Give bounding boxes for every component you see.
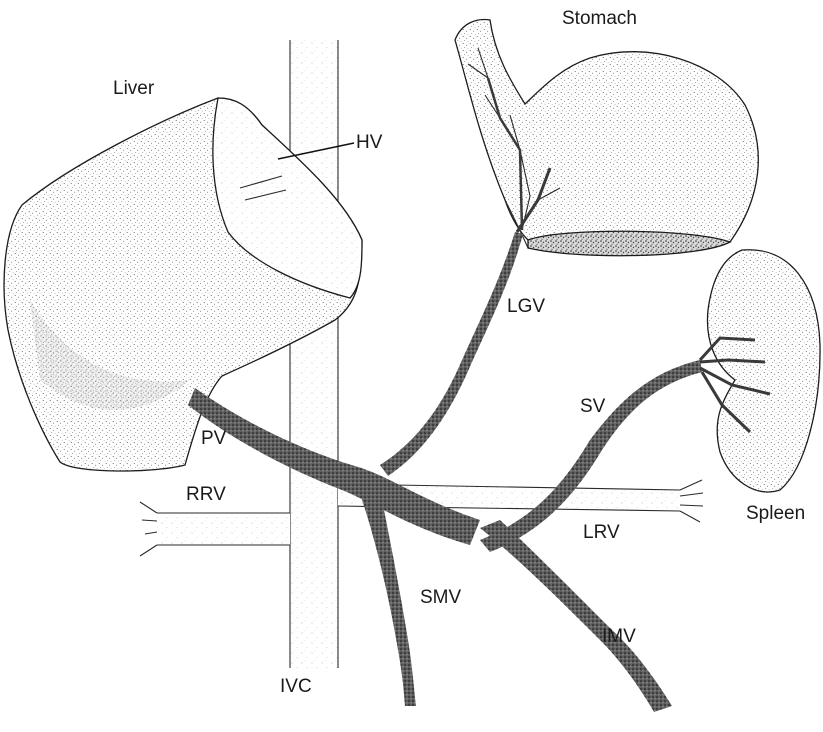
- stomach: [455, 20, 758, 256]
- label-stomach: Stomach: [562, 8, 637, 29]
- label-sv: SV: [580, 396, 606, 417]
- label-spleen: Spleen: [746, 503, 805, 524]
- inferior-vena-cava: [290, 40, 338, 668]
- inferior-mesenteric-vein: [480, 520, 672, 712]
- label-smv: SMV: [420, 587, 462, 608]
- label-rrv: RRV: [186, 484, 226, 505]
- label-lrv: LRV: [583, 522, 620, 543]
- right-renal-vein: [140, 502, 290, 556]
- label-ivc: IVC: [280, 676, 312, 697]
- spleen: [707, 250, 820, 492]
- label-liver: Liver: [113, 78, 155, 99]
- label-lgv: LGV: [507, 296, 545, 317]
- label-pv: PV: [201, 428, 227, 449]
- label-imv: IMV: [602, 626, 636, 647]
- label-hv: HV: [356, 132, 383, 153]
